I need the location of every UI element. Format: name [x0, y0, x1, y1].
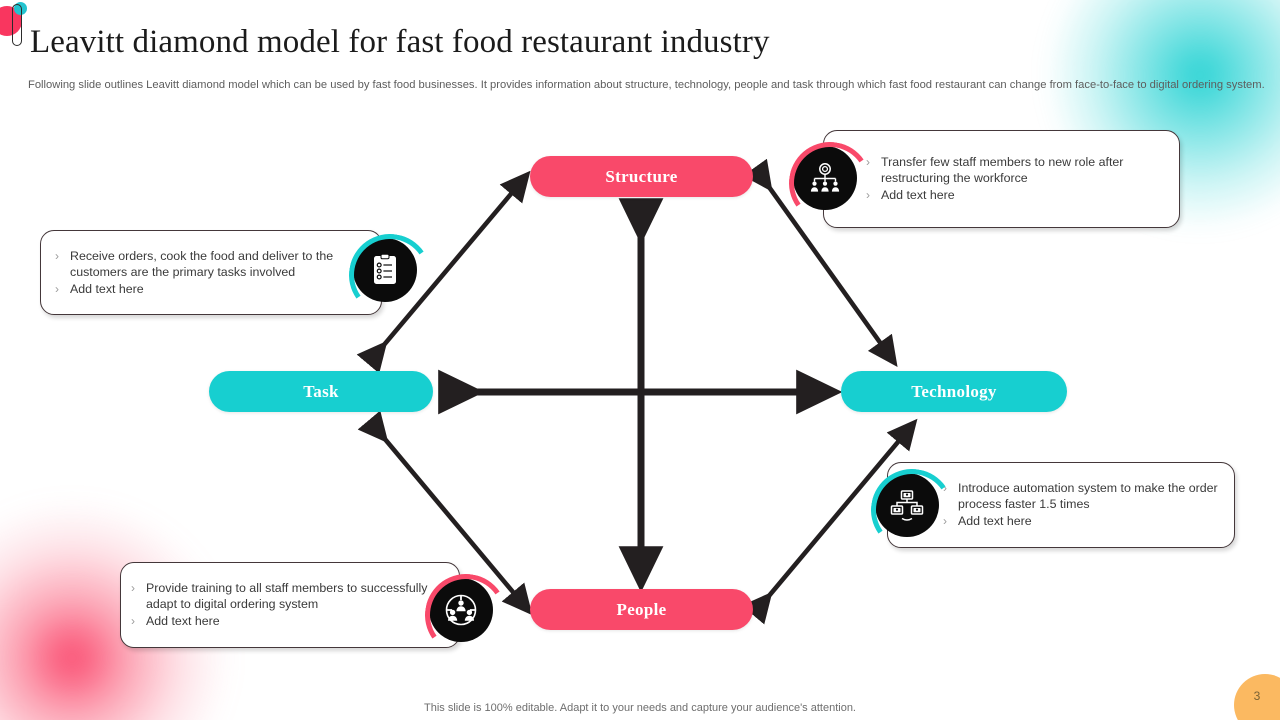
callout-technology-bullet-2: Add text here	[958, 514, 1032, 528]
page-number: 3	[1253, 689, 1261, 703]
node-people[interactable]: People	[530, 589, 753, 630]
node-technology-label: Technology	[911, 381, 997, 401]
team-group-icon-badge[interactable]	[429, 578, 493, 642]
list-item: › Add text here	[131, 613, 441, 629]
callout-people[interactable]: › Provide training to all staff members …	[120, 562, 460, 648]
clipboard-checklist-icon	[374, 253, 396, 284]
callout-structure-body: › Transfer few staff members to new role…	[866, 154, 1166, 204]
callout-structure-bullet-1: Transfer few staff members to new role a…	[881, 155, 1124, 185]
chevron-right-icon: ›	[131, 581, 135, 595]
callout-technology-bullet-1: Introduce automation system to make the …	[958, 481, 1218, 511]
team-group-icon	[445, 594, 477, 626]
list-item: › Provide training to all staff members …	[131, 580, 441, 612]
callout-structure[interactable]: › Transfer few staff members to new role…	[823, 130, 1180, 228]
list-item: › Transfer few staff members to new role…	[866, 154, 1166, 186]
page-subtitle: Following slide outlines Leavitt diamond…	[28, 79, 1265, 91]
clipboard-checklist-icon-badge[interactable]	[353, 238, 417, 302]
callout-people-bullet-2: Add text here	[146, 614, 220, 628]
callout-people-bullet-1: Provide training to all staff members to…	[146, 581, 428, 611]
list-item: › Add text here	[943, 513, 1228, 529]
org-chart-people-icon-badge[interactable]	[793, 146, 857, 210]
callout-structure-bullet-2: Add text here	[881, 188, 955, 202]
callout-task-body: › Receive orders, cook the food and deli…	[55, 248, 375, 298]
logo-mark	[0, 0, 46, 52]
org-chart-people-icon	[810, 163, 840, 192]
chevron-right-icon: ›	[866, 155, 870, 169]
callout-technology-body: › Introduce automation system to make th…	[943, 480, 1228, 530]
node-structure-label: Structure	[605, 166, 678, 186]
callout-people-body: › Provide training to all staff members …	[131, 580, 441, 630]
callout-task-bullet-1: Receive orders, cook the food and delive…	[70, 248, 334, 279]
callout-task-bullet-2: Add text here	[70, 281, 144, 296]
node-technology[interactable]: Technology	[841, 371, 1067, 412]
chevron-right-icon: ›	[55, 248, 59, 263]
computer-network-icon	[890, 490, 924, 521]
chevron-right-icon: ›	[131, 614, 135, 628]
list-item: › Add text here	[55, 281, 375, 297]
list-item: › Introduce automation system to make th…	[943, 480, 1228, 512]
arrow-diagonal-structure-technology	[742, 158, 898, 367]
node-task-label: Task	[303, 381, 339, 401]
node-people-label: People	[616, 599, 667, 619]
node-task[interactable]: Task	[209, 371, 433, 412]
logo-capsule-outline-icon	[12, 4, 22, 46]
footer-note: This slide is 100% editable. Adapt it to…	[424, 702, 856, 714]
list-item: › Receive orders, cook the food and deli…	[55, 248, 375, 280]
list-item: › Add text here	[866, 187, 1166, 203]
arrow-diagonal-task-structure	[356, 170, 531, 374]
arrow-diagonal-people-technology	[741, 418, 918, 625]
chevron-right-icon: ›	[55, 281, 59, 296]
computer-network-icon-badge[interactable]	[875, 473, 939, 537]
arrow-diagonal-task-people	[357, 410, 533, 616]
page-title: Leavitt diamond model for fast food rest…	[30, 24, 770, 60]
callout-task[interactable]: › Receive orders, cook the food and deli…	[40, 230, 382, 315]
node-structure[interactable]: Structure	[530, 156, 753, 197]
